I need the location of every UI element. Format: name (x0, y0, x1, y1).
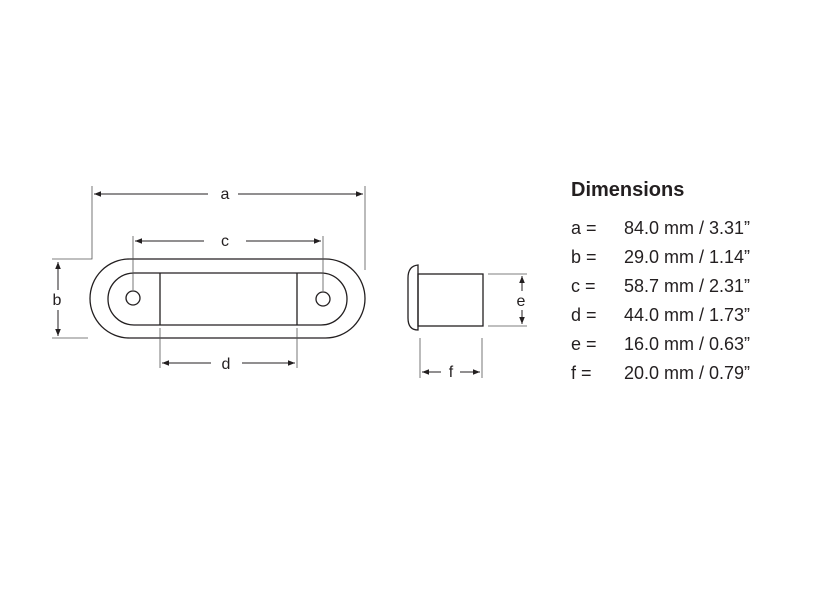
label-c: c (221, 233, 229, 250)
dimension-key: d = (571, 305, 597, 325)
dimension-row-e: e = 16.0 mm / 0.63” (571, 332, 750, 356)
dimension-value: 44.0 mm / 1.73” (624, 305, 751, 325)
dimensions-legend: Dimensions a = 84.0 mm / 3.31” b = 29.0 mm… (571, 178, 750, 390)
label-d: d (222, 356, 231, 373)
label-a: a (221, 186, 230, 203)
dimension-row-c: c = 58.7 mm / 2.31” (571, 274, 750, 298)
inner-recess (107, 272, 348, 326)
extension-lines-front (52, 186, 366, 368)
extension-lines-side (419, 273, 527, 378)
outer-bezel (89, 258, 366, 339)
dimension-key: e = (571, 334, 597, 354)
front-view (89, 258, 366, 339)
dimension-key: a = (571, 218, 597, 238)
dimension-row-d: d = 44.0 mm / 1.73” (571, 303, 750, 327)
dimension-value: 16.0 mm / 0.63” (624, 334, 751, 354)
dimension-value: 29.0 mm / 1.14” (624, 247, 751, 267)
dimension-row-b: b = 29.0 mm / 1.14” (571, 245, 750, 269)
dimension-value: 58.7 mm / 2.31” (624, 276, 751, 296)
dimension-key: b = (571, 247, 597, 267)
dimension-value: 20.0 mm / 0.79” (624, 363, 751, 383)
side-view (407, 264, 484, 331)
dimension-row-f: f = 20.0 mm / 0.79” (571, 361, 750, 385)
label-e: e (517, 293, 526, 310)
dimension-row-a: a = 84.0 mm / 3.31” (571, 216, 750, 240)
dimension-lines-side (422, 276, 525, 375)
dimension-key: c = (571, 276, 596, 296)
side-body (417, 273, 484, 327)
label-f: f (449, 364, 454, 381)
label-b: b (53, 292, 62, 309)
dimension-key: f = (571, 363, 592, 383)
screw-hole-right (315, 291, 331, 307)
dimensions-title: Dimensions (571, 179, 685, 201)
dimension-lines-front (55, 191, 363, 366)
side-flange (407, 264, 419, 331)
screw-hole-left (125, 290, 141, 306)
dimension-value: 84.0 mm / 3.31” (624, 218, 751, 238)
